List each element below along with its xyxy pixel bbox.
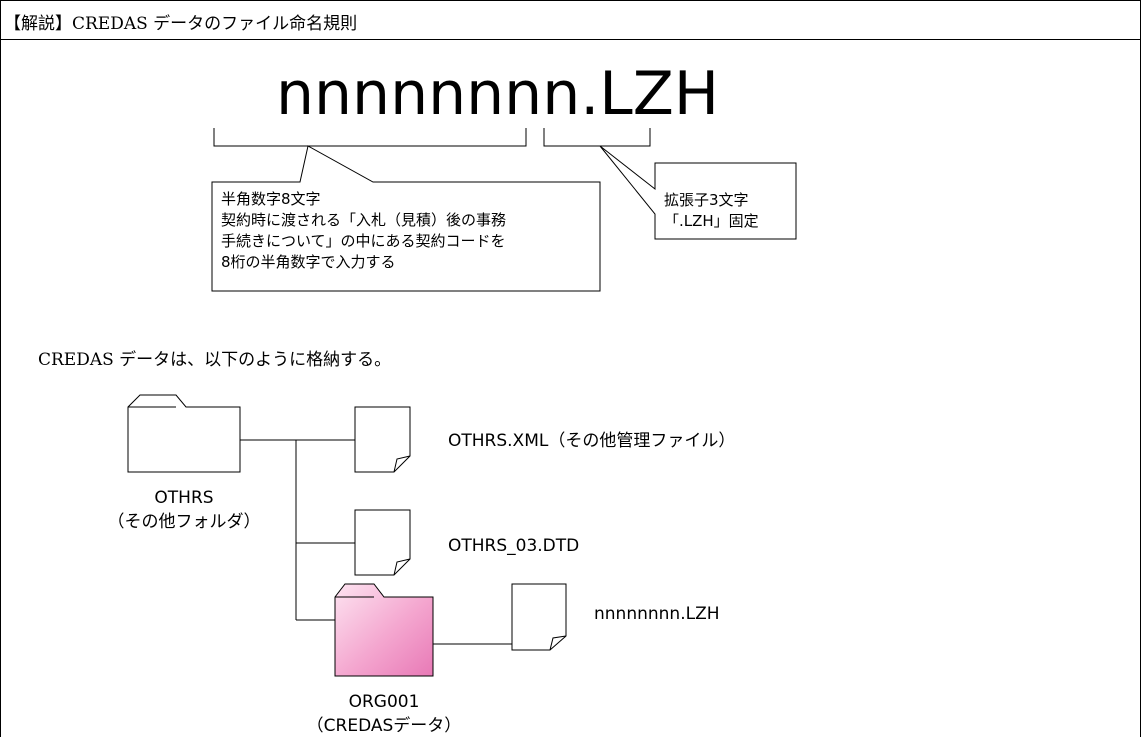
- document-icon: [354, 509, 411, 576]
- callout-line: 拡張子3文字: [664, 191, 749, 209]
- tree-connectors: [240, 439, 512, 645]
- callout-line: 「.LZH」固定: [664, 212, 759, 230]
- filename-pattern: nnnnnnnn.LZH: [276, 59, 719, 129]
- extension-callout-box: [599, 145, 797, 240]
- title-row: 【解説】CREDAS データのファイル命名規則: [0, 0, 1140, 40]
- name-callout-box: [211, 145, 601, 292]
- name-bracket: [213, 128, 527, 147]
- callout-line: 半角数字8文字: [221, 190, 321, 208]
- callout-line: 8桁の半角数字で入力する: [221, 253, 396, 271]
- document-icon: [354, 406, 411, 473]
- extension-callout-text: 拡張子3文字 「.LZH」固定: [664, 190, 759, 232]
- file-label: OTHRS_03.DTD: [448, 536, 580, 556]
- storage-description: CREDAS データは、以下のように格納する。: [38, 350, 392, 370]
- folder-name: OTHRS: [154, 488, 214, 508]
- folder-icon: [127, 394, 241, 473]
- folder-caption: （その他フォルダ）: [107, 512, 261, 532]
- root-folder-label: OTHRS （その他フォルダ）: [84, 486, 284, 534]
- callout-line: 契約時に渡される「入札（見積）後の事務: [221, 211, 507, 229]
- sub-folder-label: ORG001 （CREDASデータ）: [284, 690, 484, 738]
- folder-caption: （CREDASデータ）: [306, 716, 462, 736]
- callout-line: 手続きについて」の中にある契約コードを: [221, 232, 506, 250]
- extension-bracket: [543, 128, 651, 147]
- name-callout-text: 半角数字8文字 契約時に渡される「入札（見積）後の事務 手続きについて」の中にあ…: [221, 189, 506, 273]
- page-title: 【解説】CREDAS データのファイル命名規則: [4, 14, 358, 34]
- folder-icon: [334, 583, 434, 677]
- sub-file-label: nnnnnnnn.LZH: [594, 604, 720, 624]
- document-icon: [511, 583, 567, 651]
- file-label: OTHRS.XML（その他管理ファイル）: [448, 431, 736, 451]
- folder-name: ORG001: [348, 692, 420, 712]
